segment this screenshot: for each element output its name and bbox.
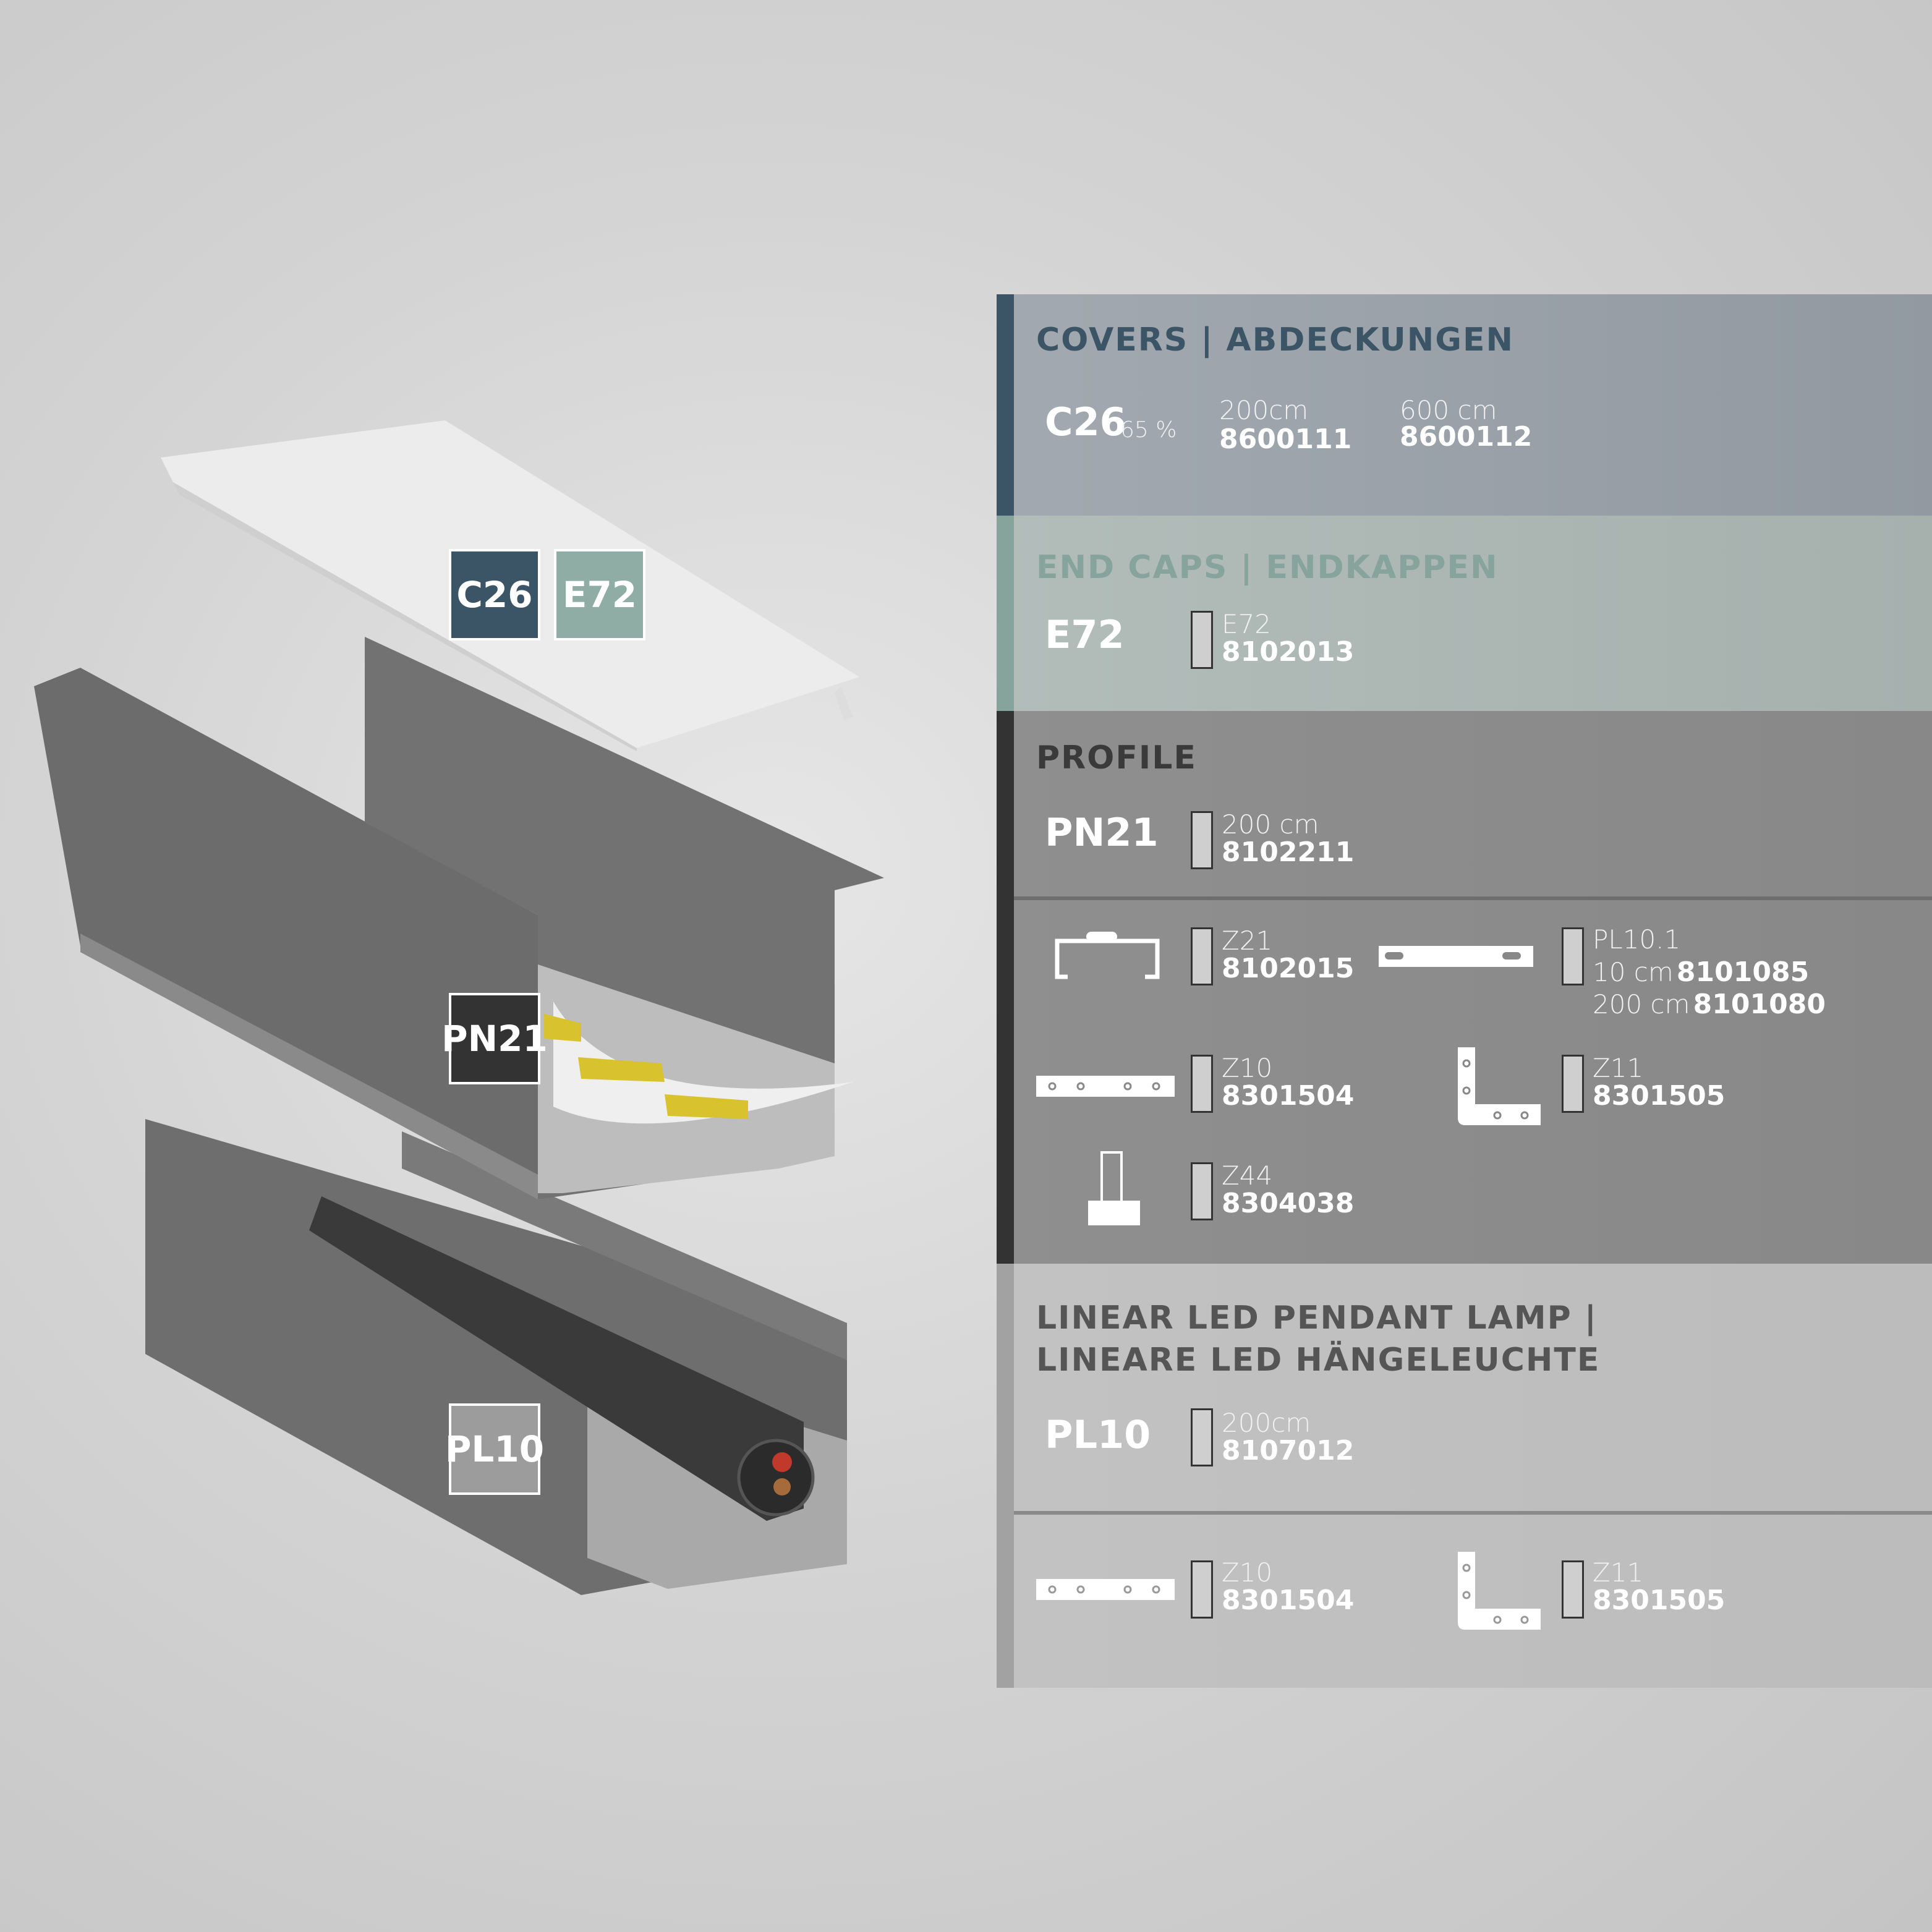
pendant-stripe <box>997 1264 1014 1688</box>
covers-title: COVERS | ABDECKUNGEN <box>1036 321 1515 359</box>
pn21-number: 8102211 <box>1222 836 1355 868</box>
pendant-z10-name: Z10 <box>1222 1557 1273 1588</box>
z10-connector-icon <box>1036 1579 1175 1600</box>
pl10-1-line1: 10 cm 8101085 <box>1593 957 1809 988</box>
pendant-z11-name: Z11 <box>1593 1557 1644 1588</box>
profile-exploded-illustration <box>34 420 884 1595</box>
endcaps-title: END CAPS | ENDKAPPEN <box>1036 549 1499 586</box>
z11-corner-icon <box>1458 1047 1541 1125</box>
z21-clip-icon <box>1055 932 1160 979</box>
cover-length-2: 600 cm <box>1400 395 1497 425</box>
pendant-z11-swatch <box>1562 1560 1584 1619</box>
pn21-swatch <box>1191 811 1213 869</box>
profile-stripe <box>997 711 1014 1264</box>
pn21-profile-drawing <box>34 637 884 1199</box>
cover-length-1: 200cm <box>1219 395 1309 425</box>
pendant-title-line1: LINEAR LED PENDANT LAMP | <box>1036 1300 1598 1337</box>
pl10-profile-drawing <box>145 1119 847 1595</box>
z10-number: 8301504 <box>1222 1080 1355 1112</box>
z11-name: Z11 <box>1593 1053 1644 1083</box>
pn21-length: 200 cm <box>1222 809 1319 840</box>
covers-stripe <box>997 294 1014 516</box>
pl10-tag: PL10 <box>445 1403 544 1495</box>
pl10-1-len-2: 200 cm <box>1593 989 1690 1019</box>
z21-swatch <box>1191 927 1213 985</box>
pl10-1-plate-icon <box>1379 946 1533 967</box>
pendant-section: LINEAR LED PENDANT LAMP | LINEARE LED HÄ… <box>997 1264 1932 1688</box>
divider <box>1014 1511 1932 1515</box>
pl10-1-len-1: 10 cm <box>1593 957 1674 987</box>
pl10-1-name: PL10.1 <box>1593 924 1681 955</box>
covers-code: C26 <box>1045 399 1126 445</box>
pl10-length: 200cm <box>1222 1408 1311 1438</box>
z44-swatch <box>1191 1162 1213 1220</box>
e72-name: E72 <box>1222 609 1271 639</box>
pl10-1-num-2: 8101080 <box>1693 989 1826 1020</box>
z11-swatch <box>1562 1055 1584 1113</box>
pendant-z10-swatch <box>1191 1560 1213 1619</box>
pendant-title-line2: LINEARE LED HÄNGELEUCHTE <box>1036 1342 1601 1379</box>
endcaps-code: E72 <box>1045 612 1125 657</box>
z11-corner-icon <box>1458 1552 1541 1630</box>
z11-number: 8301505 <box>1593 1080 1726 1112</box>
z21-number: 8102015 <box>1222 953 1355 984</box>
pl10-1-num-1: 8101085 <box>1676 956 1810 988</box>
cover-number-1: 8600111 <box>1219 423 1352 455</box>
pl10-1-line2: 200 cm 8101080 <box>1593 989 1826 1020</box>
profile-code: PN21 <box>1045 810 1159 855</box>
z10-connector-icon <box>1036 1076 1175 1097</box>
divider <box>1014 896 1932 900</box>
covers-percent: 65 % <box>1120 417 1177 443</box>
pl10-number: 8107012 <box>1222 1435 1355 1466</box>
e72-swatch <box>1191 611 1213 669</box>
endcaps-section: END CAPS | ENDKAPPEN E72 E72 8102013 <box>997 516 1932 711</box>
pl10-1-swatch <box>1562 927 1584 985</box>
z44-suspension-icon <box>1088 1151 1140 1225</box>
pl10-swatch <box>1191 1408 1213 1466</box>
e72-number: 8102013 <box>1222 636 1355 668</box>
endcaps-stripe <box>997 516 1014 711</box>
z10-swatch <box>1191 1055 1213 1113</box>
z44-name: Z44 <box>1222 1160 1273 1191</box>
covers-section: COVERS | ABDECKUNGEN C26 65 % 200cm 8600… <box>997 294 1932 516</box>
z10-name: Z10 <box>1222 1053 1273 1083</box>
c26-tag: C26 <box>449 549 540 640</box>
pendant-code: PL10 <box>1045 1412 1151 1457</box>
profile-section: PROFILE PN21 200 cm 8102211 Z21 8102015 … <box>997 711 1932 1264</box>
pn21-tag: PN21 <box>441 993 548 1084</box>
z44-number: 8304038 <box>1222 1188 1355 1219</box>
z21-name: Z21 <box>1222 926 1273 956</box>
e72-tag: E72 <box>554 549 645 640</box>
pendant-z11-number: 8301505 <box>1593 1585 1726 1616</box>
cover-number-2: 8600112 <box>1400 421 1533 453</box>
pendant-z10-number: 8301504 <box>1222 1585 1355 1616</box>
profile-title: PROFILE <box>1036 739 1197 777</box>
